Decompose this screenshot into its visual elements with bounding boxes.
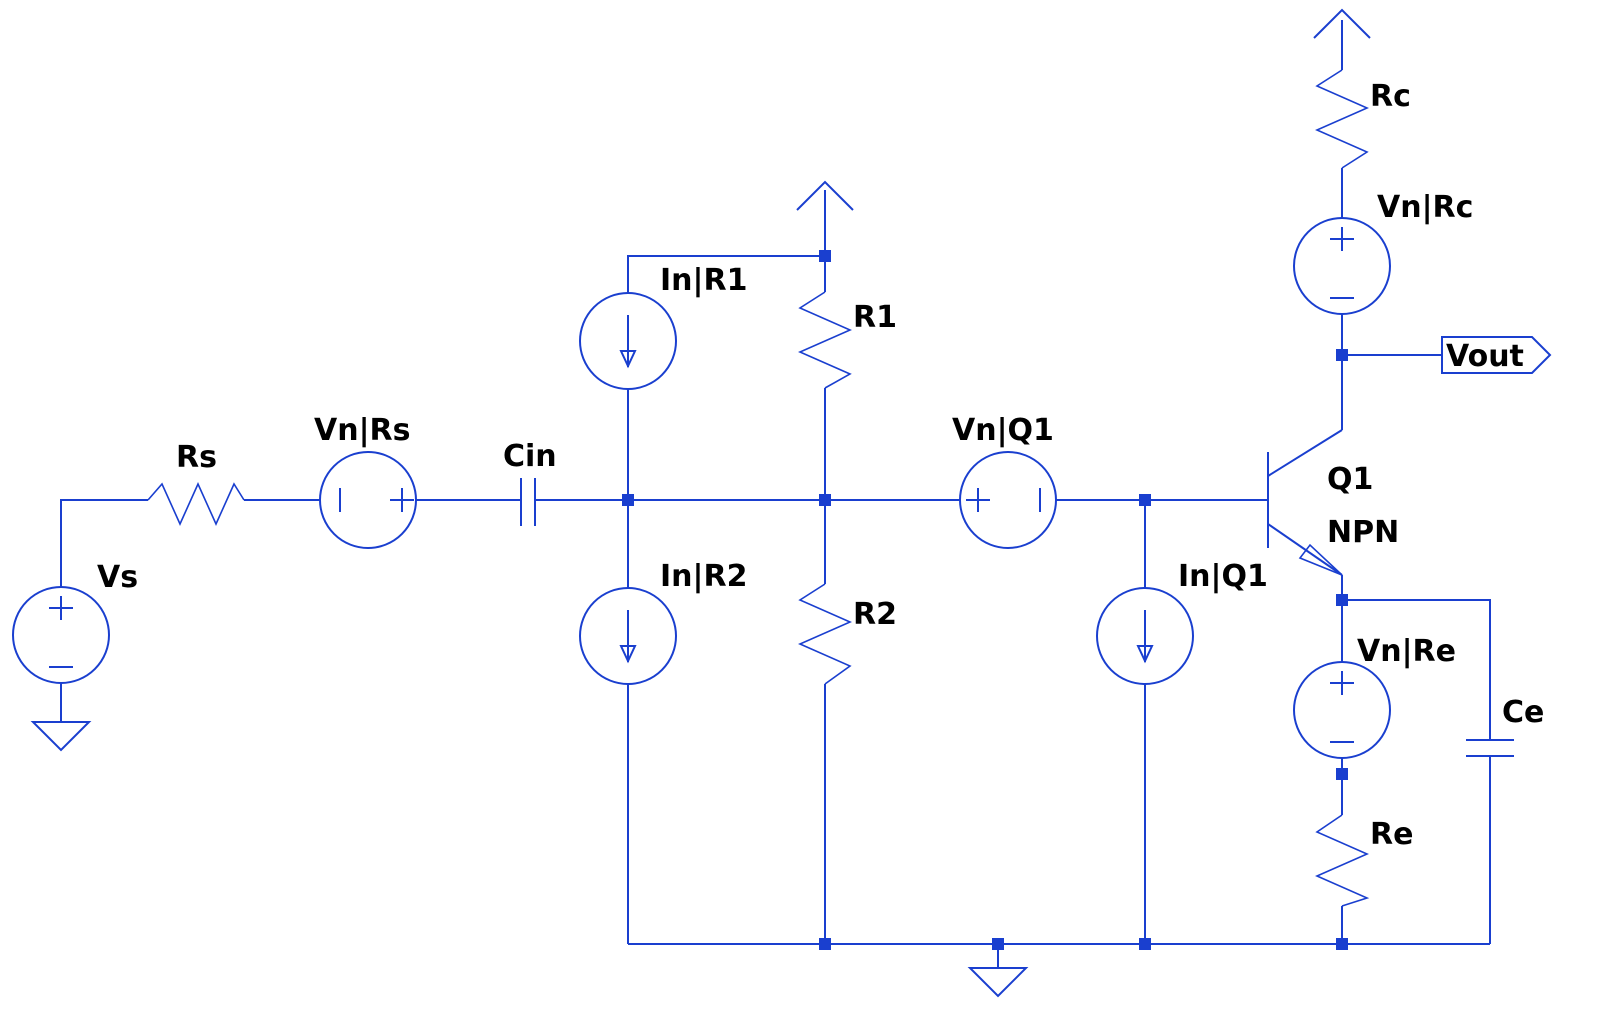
junctions: [622, 250, 1348, 950]
label-vn-rs: Vn|Rs: [314, 413, 411, 448]
vn-q1-source: [959, 451, 1057, 549]
q1-transistor: [1267, 429, 1343, 576]
label-cin: Cin: [503, 439, 557, 474]
vout-port: [1441, 336, 1552, 374]
junction-r1-top: [819, 250, 831, 262]
label-q1: Q1: [1327, 462, 1373, 497]
ce-capacitor: [1466, 739, 1514, 757]
junction-gnd-r2: [819, 938, 831, 950]
label-in-r2: In|R2: [660, 559, 747, 594]
ground-symbol-vs: [30, 721, 92, 752]
label-vn-q1: Vn|Q1: [952, 413, 1054, 448]
rs-resistor: [147, 482, 245, 526]
label-vn-re: Vn|Re: [1357, 634, 1456, 669]
junction-node-a: [622, 494, 634, 506]
junction-emitter: [1336, 594, 1348, 606]
junction-collector: [1336, 349, 1348, 361]
vn-rs-source: [319, 451, 417, 549]
label-r1: R1: [853, 300, 897, 335]
wires: [60, 20, 1491, 968]
supply-arrow-bias: [796, 180, 854, 211]
re-resistor: [1315, 814, 1370, 907]
junction-base: [1139, 494, 1151, 506]
wire-vs-top: [60, 499, 148, 587]
junction-vnre-re: [1336, 768, 1348, 780]
label-vout: Vout: [1446, 339, 1524, 374]
junction-gnd-re: [1336, 938, 1348, 950]
vs-source: [12, 586, 110, 684]
cin-capacitor: [520, 478, 536, 526]
wire-inr1-top: [627, 255, 825, 293]
label-ce: Ce: [1502, 695, 1544, 730]
rc-resistor: [1315, 69, 1369, 169]
r2-resistor: [798, 583, 852, 685]
label-rs: Rs: [176, 440, 217, 475]
junction-gnd-mid: [992, 938, 1004, 950]
in-r1-source: [579, 292, 677, 390]
supply-arrow-collector: [1313, 8, 1371, 39]
vn-re-source: [1293, 661, 1391, 759]
junction-gnd-inq1: [1139, 938, 1151, 950]
in-r2-source: [579, 587, 677, 685]
label-in-r1: In|R1: [660, 263, 747, 298]
label-vs: Vs: [97, 560, 138, 595]
in-q1-source: [1096, 587, 1194, 685]
wire-emitter-ce: [1342, 599, 1491, 740]
label-re: Re: [1370, 817, 1413, 852]
label-npn: NPN: [1327, 515, 1399, 550]
label-in-q1: In|Q1: [1178, 559, 1268, 594]
junction-node-b: [819, 494, 831, 506]
label-vn-rc: Vn|Rc: [1377, 190, 1473, 225]
label-rc: Rc: [1370, 79, 1411, 114]
labels: Vs Rs Vn|Rs Cin In|R1 R1 In|R2 R2 Vn|Q1 …: [97, 79, 1544, 852]
label-r2: R2: [853, 597, 897, 632]
vn-rc-source: [1293, 217, 1391, 315]
ground-symbol-bus: [967, 967, 1029, 998]
r1-resistor: [798, 291, 852, 389]
